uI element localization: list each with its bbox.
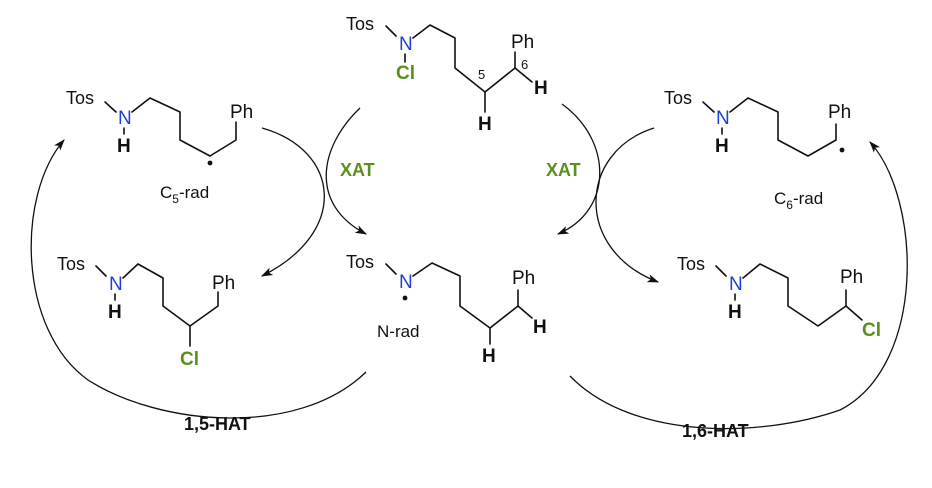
radical-dot: [207, 160, 213, 166]
tos-label: Tos: [664, 88, 692, 108]
chlorination-left-arrow: [260, 127, 325, 277]
tos-label: Tos: [66, 88, 94, 108]
tos-label: Tos: [677, 254, 705, 274]
hydrogen-label: H: [478, 114, 492, 135]
xat-right-arrow: [556, 103, 601, 235]
hydrogen-label: H: [534, 78, 548, 99]
position-6-label: 6: [521, 57, 528, 72]
hat-16-label: 1,6-HAT: [682, 421, 749, 441]
n-rad-name: N-rad: [377, 322, 420, 341]
molecule-start-chloroamide: Tos N Cl Ph 5 6 H H: [346, 14, 548, 135]
hat-16-arrow: [569, 141, 908, 430]
xat-left-arrow: [325, 107, 368, 235]
phenyl-label: Ph: [840, 267, 863, 288]
chlorine-label: Cl: [862, 320, 881, 341]
molecule-c5-radical: Tos N H Ph C5-rad: [66, 88, 253, 206]
molecule-c6-radical: Tos N H Ph C6-rad: [664, 88, 851, 212]
hat-15-label: 1,5-HAT: [184, 414, 251, 434]
nitrogen-label: N: [118, 108, 132, 129]
phenyl-label: Ph: [828, 102, 851, 123]
chlorine-label: Cl: [396, 63, 415, 84]
chlorine-label: Cl: [180, 349, 199, 370]
hydrogen-label: H: [482, 346, 496, 367]
molecule-c5-chloride: Tos N H Ph Cl: [57, 254, 235, 370]
hydrogen-label: H: [117, 136, 131, 157]
tos-label: Tos: [346, 252, 374, 272]
radical-dot: [839, 147, 845, 153]
nitrogen-label: N: [716, 108, 730, 129]
molecule-n-radical: Tos N Ph H H N-rad: [346, 252, 547, 367]
nitrogen-label: N: [399, 34, 413, 55]
tos-label: Tos: [57, 254, 85, 274]
chlorination-right-arrow: [595, 127, 660, 283]
phenyl-label: Ph: [230, 102, 253, 123]
hydrogen-label: H: [108, 302, 122, 323]
position-5-label: 5: [478, 67, 485, 82]
xat-right-label: XAT: [546, 160, 581, 180]
hydrogen-label: H: [715, 136, 729, 157]
molecule-c6-chloride: Tos N H Ph Cl: [677, 254, 881, 341]
radical-dot: [402, 295, 408, 301]
nitrogen-label: N: [109, 274, 123, 295]
hat-15-arrow: [30, 139, 367, 419]
hydrogen-label: H: [533, 317, 547, 338]
hydrogen-label: H: [728, 302, 742, 323]
nitrogen-label: N: [729, 274, 743, 295]
c6-rad-name: C6-rad: [774, 189, 823, 212]
nitrogen-label: N: [399, 272, 413, 293]
phenyl-label: Ph: [212, 273, 235, 294]
tos-label: Tos: [346, 14, 374, 34]
phenyl-label: Ph: [512, 268, 535, 289]
xat-left-label: XAT: [340, 160, 375, 180]
phenyl-label: Ph: [511, 32, 534, 53]
c5-rad-name: C5-rad: [160, 183, 209, 206]
